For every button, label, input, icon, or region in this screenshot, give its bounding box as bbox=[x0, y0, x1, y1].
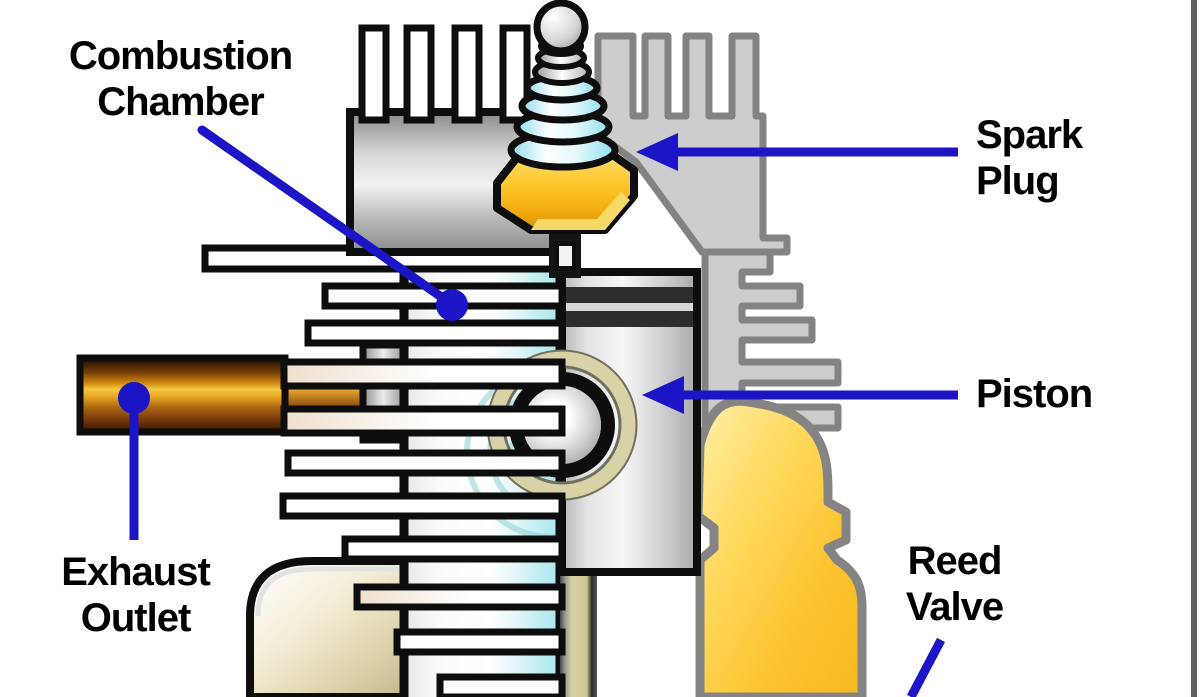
label-exhaust-outlet: Exhaust Outlet bbox=[28, 549, 243, 641]
transfer-port-channel bbox=[693, 396, 867, 697]
piston-ring-top bbox=[566, 287, 693, 303]
label-line: Valve bbox=[905, 585, 1004, 629]
cooling-fin bbox=[393, 628, 566, 656]
head-fins bbox=[358, 24, 573, 124]
label-reed-valve: Reed Valve bbox=[872, 538, 1037, 630]
cooling-fin bbox=[353, 583, 566, 611]
arrowhead bbox=[636, 133, 678, 171]
label-piston: Piston bbox=[976, 371, 1093, 417]
head-fin bbox=[451, 24, 483, 124]
cooling-fin bbox=[280, 358, 566, 390]
spark-plug-insulator-ribs bbox=[507, 72, 619, 171]
arrowhead bbox=[642, 376, 684, 414]
piston-ring-gap bbox=[566, 303, 693, 311]
cooling-fin bbox=[284, 449, 566, 477]
head-fin bbox=[358, 24, 390, 124]
cooling-fin bbox=[341, 535, 566, 563]
exhaust-port-window bbox=[283, 387, 365, 407]
exhaust-outlet-pointer bbox=[118, 382, 150, 540]
spark-plug-nut-bevel bbox=[531, 192, 630, 230]
head-fin bbox=[403, 24, 435, 124]
label-line: Exhaust bbox=[61, 550, 211, 594]
spark-plug-tip-insulator bbox=[555, 242, 576, 270]
label-spark-plug: Spark Plug bbox=[976, 112, 1083, 204]
spark-plug-arrow bbox=[636, 133, 958, 171]
reed-valve-pointer bbox=[907, 637, 945, 697]
exhaust-pipe bbox=[76, 354, 289, 436]
label-line: Reed bbox=[907, 539, 1003, 583]
annotations bbox=[118, 125, 958, 697]
label-line: Spark bbox=[976, 113, 1083, 157]
piston-arrow bbox=[642, 376, 958, 414]
piston-ring-bottom bbox=[566, 311, 693, 327]
spark-plug-terminal bbox=[533, 0, 589, 55]
cooling-fin bbox=[436, 673, 566, 697]
combustion-chamber-pointer bbox=[197, 125, 468, 321]
label-line: Chamber bbox=[97, 80, 264, 124]
window-edge bbox=[1191, 0, 1200, 697]
label-line: Combustion bbox=[68, 34, 293, 78]
cooling-fin bbox=[279, 492, 566, 520]
label-line: Piston bbox=[976, 372, 1093, 416]
cooling-fin bbox=[280, 405, 566, 437]
cooling-fin bbox=[304, 319, 566, 347]
label-line: Plug bbox=[976, 159, 1060, 203]
spark-plug bbox=[493, 0, 638, 278]
label-line: Outlet bbox=[80, 596, 192, 640]
label-combustion-chamber: Combustion Chamber bbox=[38, 33, 323, 125]
pointer-dot bbox=[436, 289, 468, 321]
crankcase-rim bbox=[255, 566, 416, 617]
cylinder-head-rear bbox=[594, 32, 791, 256]
